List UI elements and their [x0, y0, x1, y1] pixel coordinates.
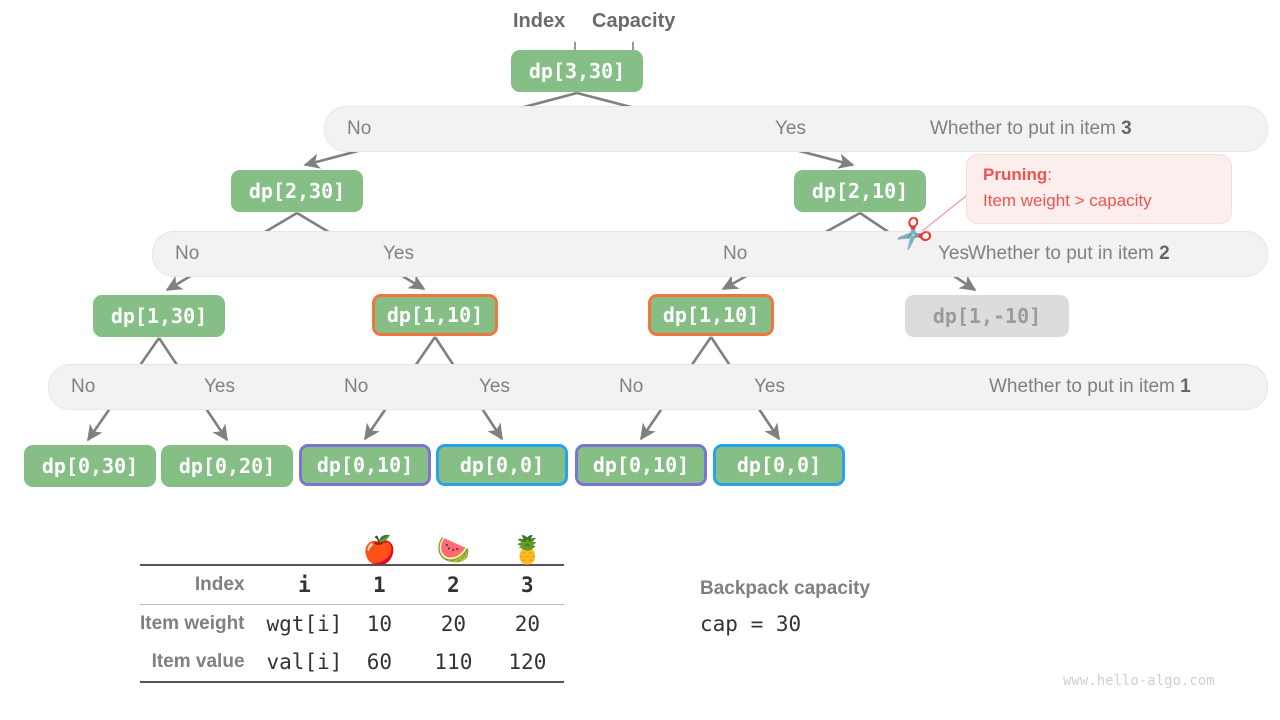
tree-node-n12: dp[0,0]	[713, 444, 845, 486]
branch-label-yes: Yes	[938, 243, 969, 264]
table-cell: 3	[490, 564, 565, 605]
decision-question-item: 3	[1121, 118, 1132, 139]
branch-label-yes: Yes	[775, 118, 806, 139]
branch-label-yes: Yes	[479, 376, 510, 397]
table-cell: 10	[342, 604, 417, 643]
decision-question-text: Whether to put in item	[968, 243, 1160, 264]
pruning-title: Pruning	[983, 165, 1048, 184]
pruning-detail: Item weight > capacity	[983, 191, 1152, 210]
tree-node-n11: dp[0,10]	[575, 444, 707, 486]
fruit-icon: 🍎	[362, 535, 397, 565]
table-cell: 110	[416, 643, 491, 683]
branch-label-no: No	[175, 243, 200, 264]
table-spacer-key	[267, 520, 343, 565]
tree-node-n4: dp[1,10]	[372, 294, 498, 336]
watermark: www.hello-algo.com	[1063, 673, 1215, 689]
column-label-index: Index	[513, 10, 566, 32]
capacity-value: cap = 30	[700, 612, 802, 636]
pruning-colon: :	[1047, 165, 1052, 184]
tree-node-n5: dp[1,10]	[648, 294, 774, 336]
table-cell: 60	[342, 643, 417, 683]
table-row-key: wgt[i]	[266, 604, 343, 643]
decision-question: Whether to put in item 1	[989, 376, 1191, 398]
decision-bar-item-3: No Yes Whether to put in item 3	[324, 106, 1268, 152]
branch-label-no: No	[347, 118, 372, 139]
branch-label-no: No	[619, 376, 644, 397]
table-cell: 20	[490, 604, 565, 643]
tree-node-n10: dp[0,0]	[436, 444, 568, 486]
tree-node-n0: dp[3,30]	[511, 50, 643, 92]
decision-question: Whether to put in item 3	[930, 118, 1132, 140]
decision-bar-item-1: No Yes No Yes No Yes Whether to put in item 1	[48, 364, 1268, 410]
tree-node-n2: dp[2,10]	[794, 170, 926, 212]
table-row-key: i	[266, 564, 343, 605]
tree-node-n1: dp[2,30]	[231, 170, 363, 212]
table-row-label: Item weight	[140, 604, 267, 643]
capacity-title: Backpack capacity	[700, 578, 871, 599]
table-fruit-row: 🍎 🍉 🍍	[140, 520, 564, 565]
table-cell: 20	[416, 604, 491, 643]
tree-node-n6: dp[1,-10]	[905, 295, 1069, 337]
branch-label-yes: Yes	[383, 243, 414, 264]
pruning-callout: Pruning: Item weight > capacity	[966, 154, 1232, 224]
table-cell: 1	[342, 564, 417, 605]
tree-node-n8: dp[0,20]	[161, 445, 293, 487]
tree-node-n9: dp[0,10]	[299, 444, 431, 486]
capacity-note: Backpack capacity cap = 30	[700, 578, 870, 636]
table-row-label: Index	[140, 564, 267, 605]
table-row-key: val[i]	[266, 643, 343, 683]
fruit-icon: 🍉	[436, 535, 471, 565]
decision-question-item: 1	[1180, 376, 1191, 397]
decision-question-item: 2	[1159, 243, 1170, 264]
table-row-label: Item value	[140, 643, 267, 683]
column-label-capacity: Capacity	[592, 10, 676, 32]
table-cell: 2	[416, 564, 491, 605]
branch-label-no: No	[723, 243, 748, 264]
branch-label-yes: Yes	[754, 376, 785, 397]
table-cell: 120	[490, 643, 565, 683]
table-spacer	[140, 520, 267, 565]
decision-question: Whether to put in item 2	[968, 243, 1170, 265]
decision-question-text: Whether to put in item	[930, 118, 1122, 139]
tree-node-n3: dp[1,30]	[93, 295, 225, 337]
fruit-icon: 🍍	[510, 535, 545, 565]
branch-label-no: No	[344, 376, 369, 397]
branch-label-yes: Yes	[204, 376, 235, 397]
tree-node-n7: dp[0,30]	[24, 445, 156, 487]
branch-label-no: No	[71, 376, 96, 397]
decision-question-text: Whether to put in item	[989, 376, 1181, 397]
